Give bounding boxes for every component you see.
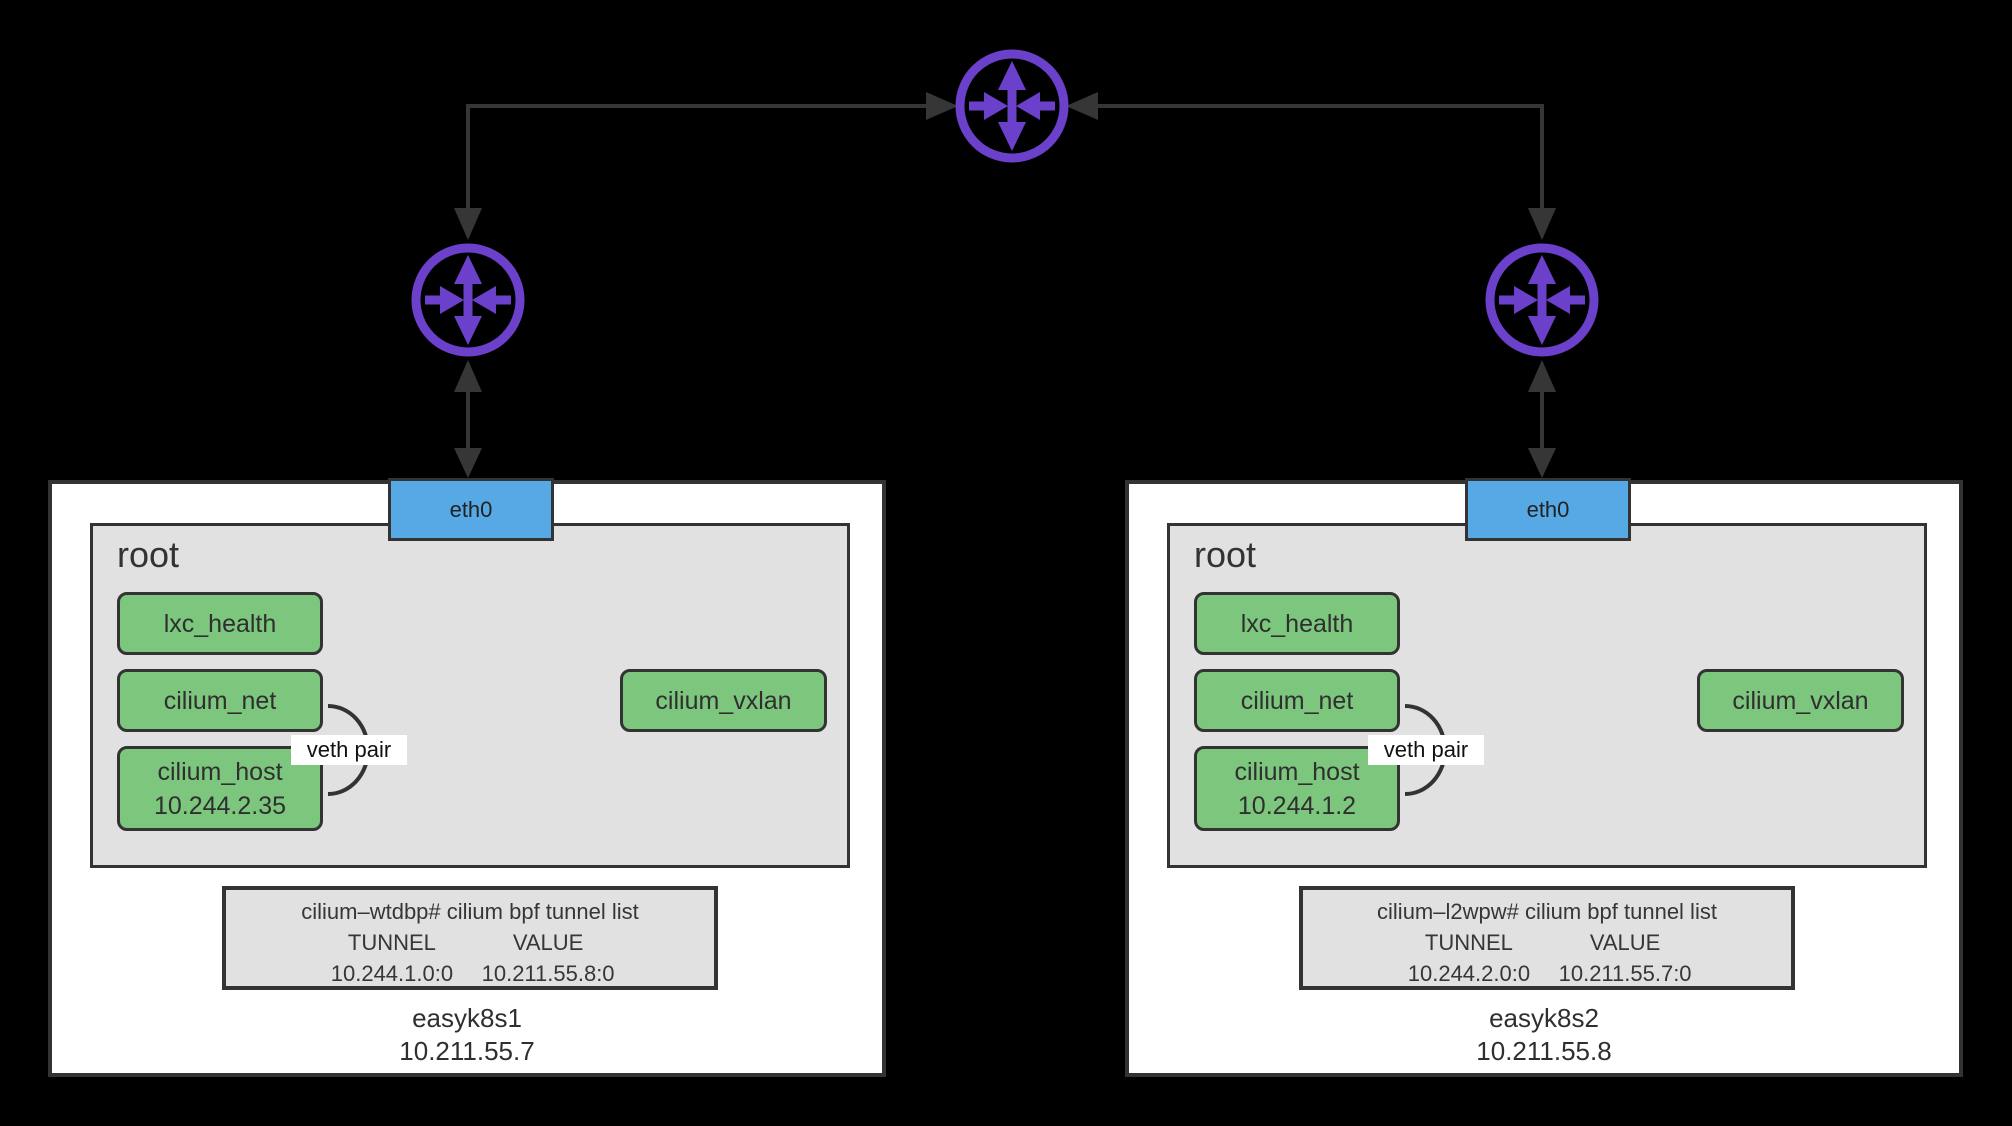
iface-cilium-host: cilium_host 10.244.2.35 (117, 746, 323, 831)
tunnel-col-header: TUNNEL (1424, 930, 1513, 955)
connector-node2-router-to-top-router (1066, 92, 1556, 240)
tunnel-col-value: 10.244.2.0:0 (1407, 961, 1531, 986)
tunnel-list-table: TUNNEL VALUE 10.244.1.0:0 10.211.55.8:0 (314, 927, 626, 989)
node-hostname: easyk8s1 (412, 1003, 522, 1033)
bpf-tunnel-list-box: cilium–l2wpw# cilium bpf tunnel list TUN… (1299, 886, 1795, 990)
iface-cilium-host: cilium_host 10.244.1.2 (1194, 746, 1400, 831)
iface-cilium-host-ip: 10.244.1.2 (1237, 791, 1357, 820)
iface-cilium-host-ip: 10.244.2.35 (153, 791, 287, 820)
iface-cilium-vxlan: cilium_vxlan (620, 669, 827, 732)
tunnel-list-command: cilium–l2wpw# cilium bpf tunnel list (1377, 899, 1717, 924)
veth-pair-label: veth pair (1368, 735, 1484, 765)
node-easyk8s1: eth0 root lxc_health cilium_net cilium_h… (48, 478, 886, 1077)
value-col-value: 10.211.55.8:0 (481, 961, 615, 986)
root-netns-label: root (117, 534, 180, 575)
iface-lxc-health: lxc_health (1194, 592, 1400, 655)
node-host-ip: 10.211.55.7 (399, 1036, 535, 1066)
nic-eth0-label: eth0 (449, 496, 493, 522)
value-col-value: 10.211.55.7:0 (1558, 961, 1692, 986)
router-icon-top (960, 54, 1064, 158)
bpf-tunnel-list-box: cilium–wtdbp# cilium bpf tunnel list TUN… (222, 886, 718, 990)
tunnel-list-command: cilium–wtdbp# cilium bpf tunnel list (301, 899, 639, 924)
router-icon-node2 (1490, 248, 1594, 352)
node-hostname: easyk8s2 (1489, 1003, 1599, 1033)
iface-cilium-net: cilium_net (1194, 669, 1400, 732)
tunnel-list-table: TUNNEL VALUE 10.244.2.0:0 10.211.55.7:0 (1391, 927, 1703, 989)
node-caption: easyk8s1 10.211.55.7 (52, 1002, 882, 1068)
value-col-header: VALUE (1589, 930, 1661, 955)
nic-eth0: eth0 (388, 478, 554, 541)
tunnel-col-header: TUNNEL (347, 930, 436, 955)
value-col-header: VALUE (512, 930, 584, 955)
connector-node1-router-to-top-router (454, 92, 958, 240)
iface-cilium-host-name: cilium_host (157, 757, 283, 786)
iface-cilium-host-name: cilium_host (1234, 757, 1360, 786)
connector-node1-eth0-to-router (454, 360, 482, 478)
root-netns-label: root (1194, 534, 1257, 575)
iface-lxc-health: lxc_health (117, 592, 323, 655)
connector-node2-eth0-to-router (1528, 360, 1556, 478)
nic-eth0: eth0 (1465, 478, 1631, 541)
iface-cilium-net: cilium_net (117, 669, 323, 732)
nic-eth0-label: eth0 (1526, 496, 1570, 522)
iface-cilium-vxlan: cilium_vxlan (1697, 669, 1904, 732)
router-icon-node1 (416, 248, 520, 352)
tunnel-col-value: 10.244.1.0:0 (330, 961, 454, 986)
node-easyk8s2: eth0 root lxc_health cilium_net cilium_h… (1125, 478, 1963, 1077)
node-caption: easyk8s2 10.211.55.8 (1129, 1002, 1959, 1068)
veth-pair-label: veth pair (291, 735, 407, 765)
node-host-ip: 10.211.55.8 (1476, 1036, 1612, 1066)
